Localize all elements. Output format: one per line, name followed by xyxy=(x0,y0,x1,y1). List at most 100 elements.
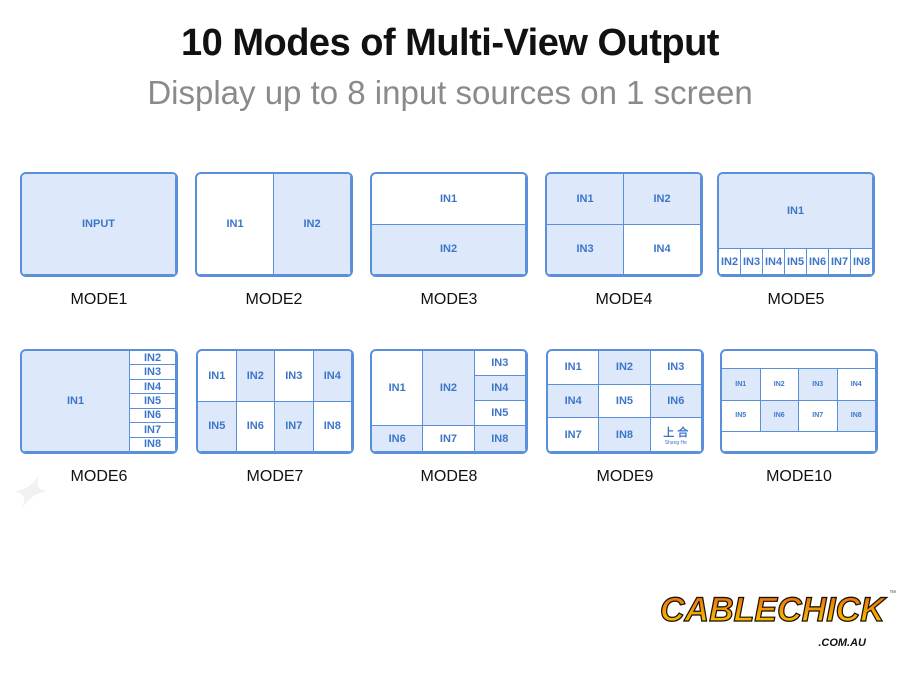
screen-cell: IN4 xyxy=(548,384,600,419)
mode-label: MODE1 xyxy=(70,291,128,308)
mode-label: MODE10 xyxy=(766,468,832,485)
cell-label: IN1 xyxy=(439,192,458,205)
cell-label: IN6 xyxy=(246,420,264,433)
screen-cell: IN1 xyxy=(547,174,624,225)
cell-label: IN4 xyxy=(850,380,862,388)
screen-cell: IN1 xyxy=(197,174,274,275)
screen-cell: IN5 xyxy=(722,400,761,432)
screen-cell: IN4 xyxy=(837,369,876,401)
screen-cell: IN8 xyxy=(130,437,176,452)
cell-label: INPUT xyxy=(82,218,115,230)
screen-cell: IN8 xyxy=(474,426,526,452)
screen-cell: IN7 xyxy=(130,423,176,438)
mode-label: MODE9 xyxy=(596,468,654,485)
cell-label: IN7 xyxy=(143,423,162,436)
cell-label: IN8 xyxy=(491,432,509,445)
screen-cell: IN7 xyxy=(799,400,838,432)
screen-cell: IN6 xyxy=(650,384,702,419)
cell-label: IN4 xyxy=(564,394,582,407)
screen-cell: IN1 xyxy=(372,174,526,225)
cell-label: IN2 xyxy=(773,380,785,388)
screen-cell: IN2 xyxy=(423,351,475,426)
mode-label: MODE2 xyxy=(245,291,303,308)
cell-label: IN1 xyxy=(208,369,226,382)
cell-label: IN3 xyxy=(812,380,824,388)
mode-label: MODE8 xyxy=(420,468,478,485)
screen-cell: IN5 xyxy=(198,401,237,452)
cell-label: IN7 xyxy=(830,255,849,268)
cell-label: IN2 xyxy=(143,351,162,364)
cell-label: IN3 xyxy=(491,357,509,369)
cell-label: IN6 xyxy=(773,412,785,420)
screen-cell: IN7 xyxy=(829,249,851,275)
screen-cell: IN5 xyxy=(130,394,176,409)
cell-label: IN4 xyxy=(143,380,162,393)
cell-label: IN8 xyxy=(850,412,862,420)
cell-label: IN5 xyxy=(208,420,226,433)
cell-caption: Shang He xyxy=(664,439,687,446)
screen-cell: INPUT xyxy=(22,174,176,275)
screen-cell: IN3 xyxy=(474,351,526,376)
cell-label: IN6 xyxy=(143,409,162,422)
screen-cell: IN1 xyxy=(719,174,873,249)
cell-label: IN1 xyxy=(66,395,85,407)
screen-cell: IN7 xyxy=(423,426,475,452)
cell-label: IN2 xyxy=(439,382,458,394)
cell-label: IN5 xyxy=(786,255,805,268)
screen-cell: IN1 xyxy=(722,369,761,401)
cell-label: IN4 xyxy=(323,369,341,382)
mode-diagram: IN1 IN2 xyxy=(195,172,353,277)
cell-label: IN1 xyxy=(564,361,582,374)
screen-cell: IN3 xyxy=(741,249,763,275)
screen-cell: IN8 xyxy=(837,400,876,432)
mode-label: MODE4 xyxy=(595,291,653,308)
cell-label: IN4 xyxy=(491,382,509,394)
screen-cell: IN5 xyxy=(599,384,651,419)
screen-cell: IN8 xyxy=(599,418,651,452)
screen-cell: IN2 xyxy=(274,174,351,275)
screen-cell: IN2 xyxy=(760,369,799,401)
screen-cell: IN3 xyxy=(650,351,702,385)
screen-cell: IN8 xyxy=(313,401,352,452)
cell-label: IN1 xyxy=(786,205,805,217)
cell-label: IN4 xyxy=(764,255,783,268)
screen-cell: IN2 xyxy=(372,224,526,275)
screen-cell: IN8 xyxy=(851,249,873,275)
cell-label: IN3 xyxy=(285,369,303,382)
cell-label: IN8 xyxy=(615,428,634,441)
cell-label: IN2 xyxy=(720,255,739,268)
mode-label: MODE7 xyxy=(246,468,304,485)
cell-label: IN7 xyxy=(439,432,458,445)
screen-cell: IN4 xyxy=(313,351,352,402)
screen-cell: IN3 xyxy=(547,224,624,275)
screen-cell: IN4 xyxy=(474,376,526,401)
cell-label: IN8 xyxy=(143,438,162,451)
cell-label: IN2 xyxy=(303,218,321,230)
screen-cell xyxy=(722,351,876,369)
screen-cell: IN3 xyxy=(275,351,314,402)
mode-diagram: INPUT xyxy=(20,172,178,277)
cell-label: IN8 xyxy=(323,420,341,433)
logo-domain: .COM.AU xyxy=(818,637,866,649)
cell-label: IN6 xyxy=(808,255,827,268)
cell-label: IN8 xyxy=(852,255,871,268)
page-subtitle: Display up to 8 input sources on 1 scree… xyxy=(147,74,753,111)
screen-cell: IN2 xyxy=(599,351,651,385)
screen-cell: IN6 xyxy=(372,426,424,452)
screen-cell xyxy=(722,432,876,452)
screen-cell: IN5 xyxy=(474,401,526,426)
cell-label: IN7 xyxy=(812,412,824,420)
screen-cell: IN2 xyxy=(236,351,275,402)
page-title: 10 Modes of Multi-View Output xyxy=(181,22,719,64)
